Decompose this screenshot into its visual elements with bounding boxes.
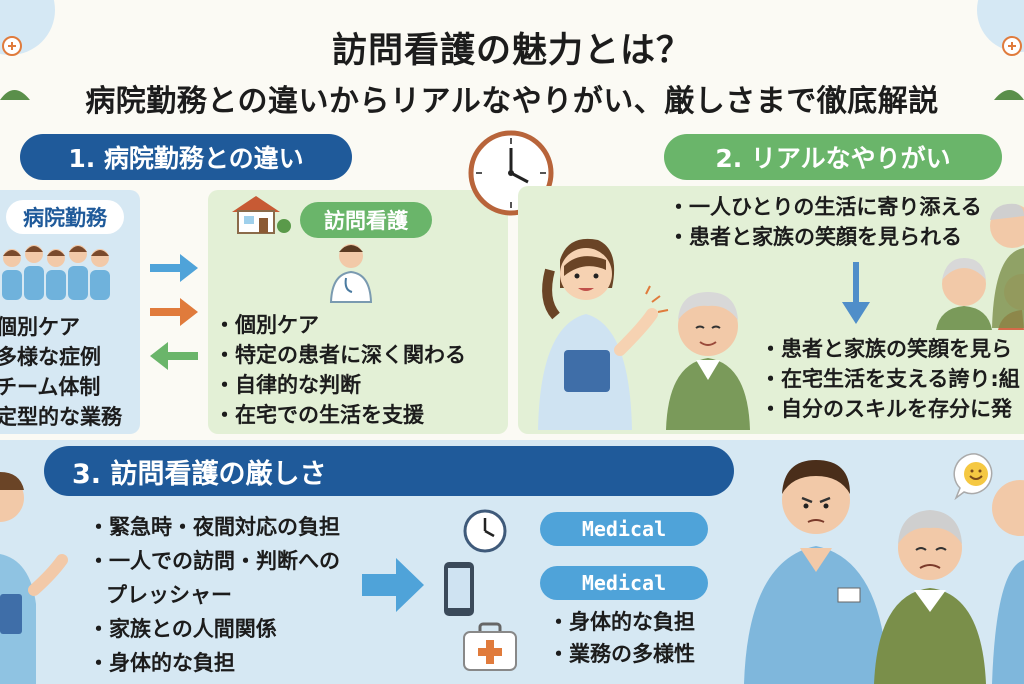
hospital-item: 多様な症例 xyxy=(0,345,101,369)
medical-badge: Medical xyxy=(540,512,708,546)
section1-heading: 1. 病院勤務との違い xyxy=(20,134,352,180)
page-subtitle: 病院勤務との違いからリアルなやりがい、厳しさまで徹底解説 xyxy=(85,84,939,119)
top-right-decoration xyxy=(977,0,1024,100)
right-arrow-icon xyxy=(362,558,424,612)
nurse-icon xyxy=(329,244,373,303)
section3-item-right: ・業務の多様性 xyxy=(548,642,695,666)
house-icon xyxy=(232,196,291,234)
hospital-item: 定型的な業務 xyxy=(0,405,122,429)
medical-badge: Medical xyxy=(540,566,708,600)
nurse-elderly-illustration xyxy=(538,238,750,430)
family-illustration xyxy=(936,203,1024,330)
section3-item: ・緊急時・夜間対応の負担 xyxy=(88,515,340,539)
section2-item: ・一人ひとりの生活に寄り添える xyxy=(668,195,982,219)
visiting-label: 訪問看護 xyxy=(300,202,432,238)
visiting-item: ・個別ケア xyxy=(214,313,319,337)
section3-items: ・緊急時・夜間対応の負担 ・一人での訪問・判断への プレッシャー ・家族との人間… xyxy=(88,510,340,680)
page-title: 訪問看護の魅力とは？ xyxy=(331,31,692,71)
visiting-item: ・特定の患者に深く関わる xyxy=(214,343,466,367)
section2-heading: 2. リアルなやりがい xyxy=(664,134,1002,180)
visiting-item: ・自律的な判断 xyxy=(214,373,361,397)
nurse-phone-illustration xyxy=(0,472,68,684)
clock-small-icon xyxy=(463,509,507,553)
medical-kit-icon xyxy=(463,622,517,671)
comparison-arrows xyxy=(150,254,198,370)
hospital-staff-illustration xyxy=(2,245,110,300)
section3-item: プレッシャー xyxy=(106,583,232,607)
hospital-item: 個別ケア xyxy=(0,315,80,339)
top-left-decoration xyxy=(0,0,55,100)
section3-item-right: ・身体的な負担 xyxy=(548,610,695,634)
section3-item: ・身体的な負担 xyxy=(88,651,235,675)
hospital-panel: 病院勤務 xyxy=(0,190,140,434)
section2-items-bottom: ・患者と家族の笑顔を見ら ・在宅生活を支える誇り:組 ・自分のスキルを存分に発 xyxy=(760,334,1024,424)
smartphone-icon xyxy=(444,562,474,616)
hospital-label: 病院勤務 xyxy=(6,200,124,234)
hospital-item: チーム体制 xyxy=(0,375,101,399)
section2-item: ・在宅生活を支える誇り:組 xyxy=(760,367,1020,391)
section2-items-top: ・一人ひとりの生活に寄り添える ・患者と家族の笑顔を見られる xyxy=(668,192,982,252)
smiley-icon xyxy=(953,453,993,500)
visiting-item: ・在宅での生活を支援 xyxy=(214,403,424,427)
section2-item: ・患者と家族の笑顔を見ら xyxy=(760,337,1012,361)
down-arrow-icon xyxy=(842,262,870,324)
section3-heading-text: 3. 訪問看護の厳しさ xyxy=(72,458,327,490)
section2-item: ・患者と家族の笑顔を見られる xyxy=(668,225,962,249)
hospital-items: 個別ケア 多様な症例 チーム体制 定型的な業務 xyxy=(0,312,136,432)
section2-item: ・自分のスキルを存分に発 xyxy=(760,397,1012,421)
section3-items-right: ・身体的な負担 ・業務の多様性 xyxy=(548,606,695,670)
section3-item: ・一人での訪問・判断への xyxy=(88,549,340,573)
section3-heading: 3. 訪問看護の厳しさ xyxy=(44,446,734,496)
visiting-items: ・個別ケア ・特定の患者に深く関わる ・自律的な判断 ・在宅での生活を支援 xyxy=(214,310,466,430)
worried-nurse-elderly-illustration xyxy=(744,460,1024,684)
section3-item: ・家族との人間関係 xyxy=(88,617,277,641)
